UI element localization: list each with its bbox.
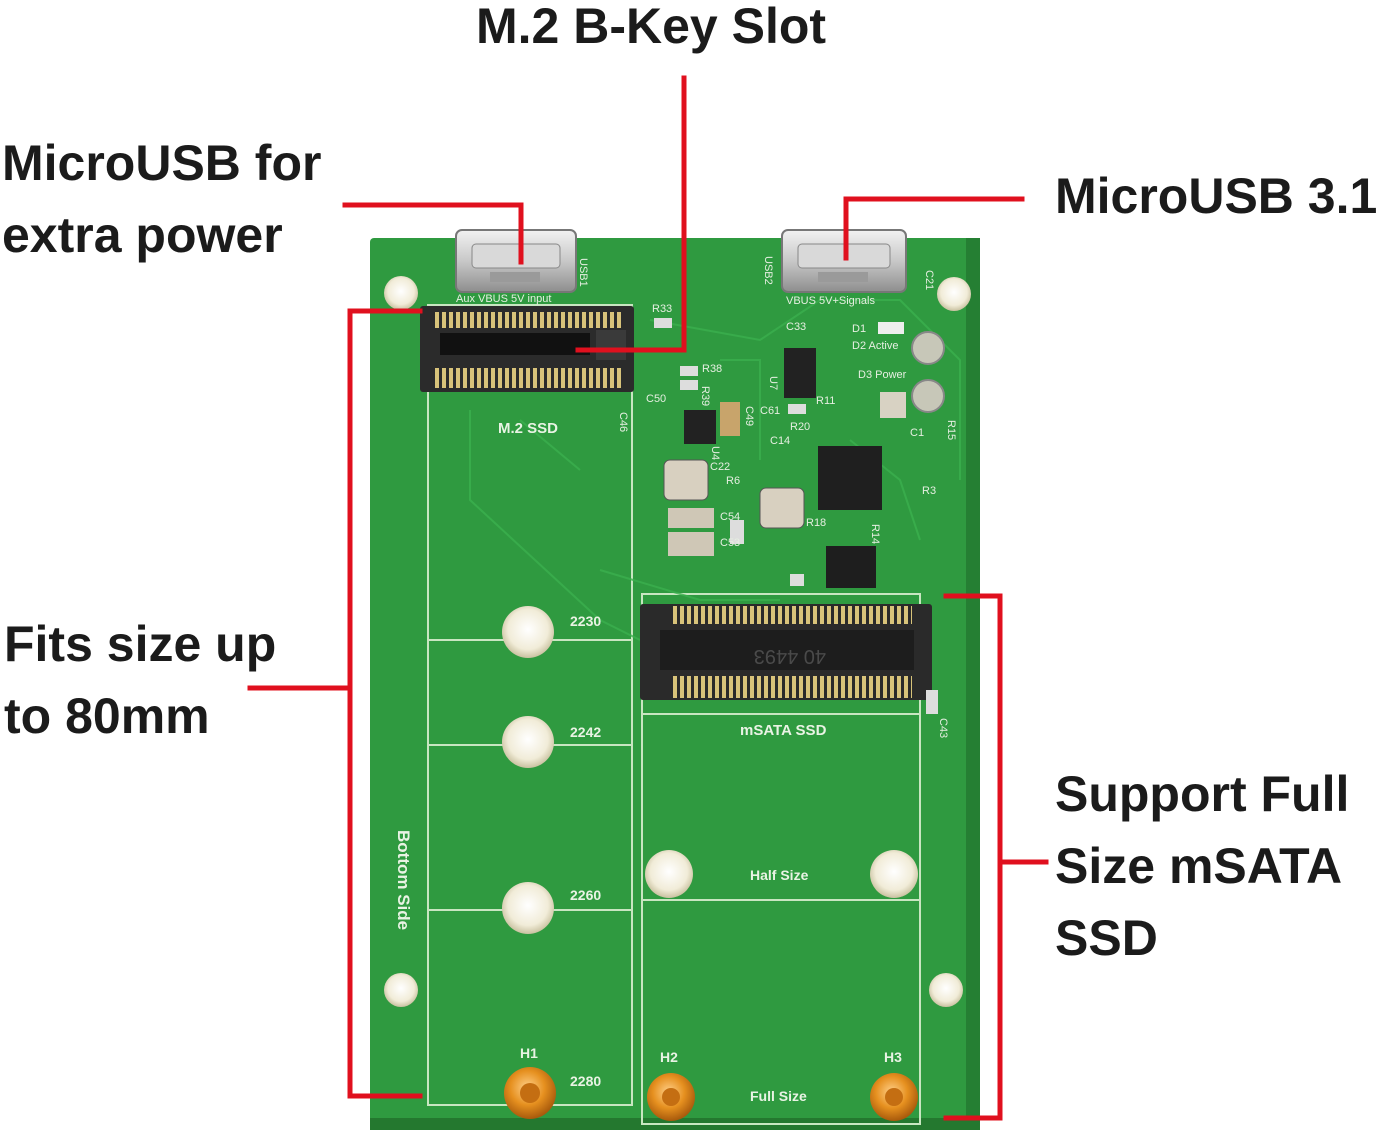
designator: R18	[806, 517, 826, 529]
designator: C53	[720, 537, 740, 549]
callout-fits-size: Fits size up to 80mm	[4, 608, 276, 752]
designator: C33	[786, 321, 806, 333]
callout-line: SSD	[1055, 910, 1158, 966]
designator: C46	[617, 412, 629, 432]
microusb31-callout-line	[843, 196, 1025, 261]
designator: R11	[816, 395, 835, 407]
callout-lines	[247, 75, 1049, 1121]
m2-connector	[420, 306, 634, 392]
d2-active-label: D2 Active	[852, 340, 898, 352]
callout-line: MicroUSB for	[2, 135, 322, 191]
callout-msata-support: Support Full Size mSATA SSD	[1055, 758, 1349, 974]
designator: C14	[770, 435, 790, 447]
fits-size-bracket	[247, 308, 423, 1099]
callout-microusb-power: MicroUSB for extra power	[2, 127, 321, 271]
pcb-edge-shade	[966, 238, 980, 1130]
length-2280: 2280	[570, 1073, 601, 1089]
hole-h1-label: H1	[520, 1045, 538, 1061]
designator: C43	[937, 718, 949, 738]
usb1-label: USB1	[577, 258, 589, 287]
vbus-signals-label: VBUS 5V+Signals	[786, 295, 875, 307]
designator: R20	[790, 421, 810, 433]
callout-line: extra power	[2, 207, 283, 263]
callout-line: to 80mm	[4, 688, 210, 744]
d3-power-label: D3 Power	[858, 369, 907, 381]
designator: C54	[720, 511, 740, 523]
length-2230: 2230	[570, 613, 601, 629]
callout-line: MicroUSB 3.1	[1055, 168, 1378, 224]
aux-vbus-label: Aux VBUS 5V input	[456, 293, 551, 305]
msata-area-outline	[641, 593, 921, 1125]
designator: C50	[646, 393, 666, 405]
usb2-label: USB2	[762, 256, 774, 285]
callout-m2-slot: M.2 B-Key Slot	[476, 0, 826, 62]
callout-line: Fits size up	[4, 616, 277, 672]
usb1-connector	[455, 229, 577, 293]
msata-bracket	[943, 593, 1049, 1121]
designator: C21	[923, 270, 935, 290]
designator: R6	[726, 475, 740, 487]
designator: R15	[945, 420, 957, 440]
pcb-traces	[469, 299, 961, 641]
bottom-side-label: Bottom Side	[394, 830, 413, 930]
microusb-power-callout-line	[342, 202, 524, 265]
callout-line: Size mSATA	[1055, 838, 1343, 894]
half-size-label: Half Size	[750, 867, 809, 883]
length-2242: 2242	[570, 724, 601, 740]
designator: C49	[743, 406, 755, 426]
designator: R33	[652, 303, 672, 315]
full-size-label: Full Size	[750, 1088, 807, 1104]
designator: C22	[710, 461, 730, 473]
designator: C1	[910, 427, 924, 439]
mounting-holes	[384, 276, 971, 1007]
m2-ssd-label: M.2 SSD	[498, 420, 558, 437]
callout-line: M.2 B-Key Slot	[476, 0, 827, 54]
msata-connector-marking: 40 4493	[754, 645, 826, 667]
msata-connector: 40 4493	[640, 604, 932, 700]
pcb-components	[654, 318, 945, 714]
designator: R39	[699, 386, 711, 406]
designator: U7	[767, 376, 779, 390]
callout-line: Support Full	[1055, 766, 1350, 822]
component-designators: R33 C33 R38 R39 C50 C61 R20 C14 C49 C46 …	[617, 270, 957, 738]
brass-standoffs	[504, 1067, 918, 1121]
designator: R14	[869, 524, 881, 544]
designator: U4	[709, 446, 721, 460]
designator: R3	[922, 485, 936, 497]
length-2260: 2260	[570, 887, 601, 903]
hole-h2-label: H2	[660, 1049, 678, 1065]
m2-slot-callout-line	[575, 75, 687, 353]
callout-microusb31: MicroUSB 3.1	[1055, 160, 1377, 232]
designator: R38	[702, 363, 722, 375]
hole-h3-label: H3	[884, 1049, 902, 1065]
msata-ssd-label: mSATA SSD	[740, 722, 827, 739]
designator: C61	[760, 405, 780, 417]
designator: D1	[852, 323, 866, 335]
